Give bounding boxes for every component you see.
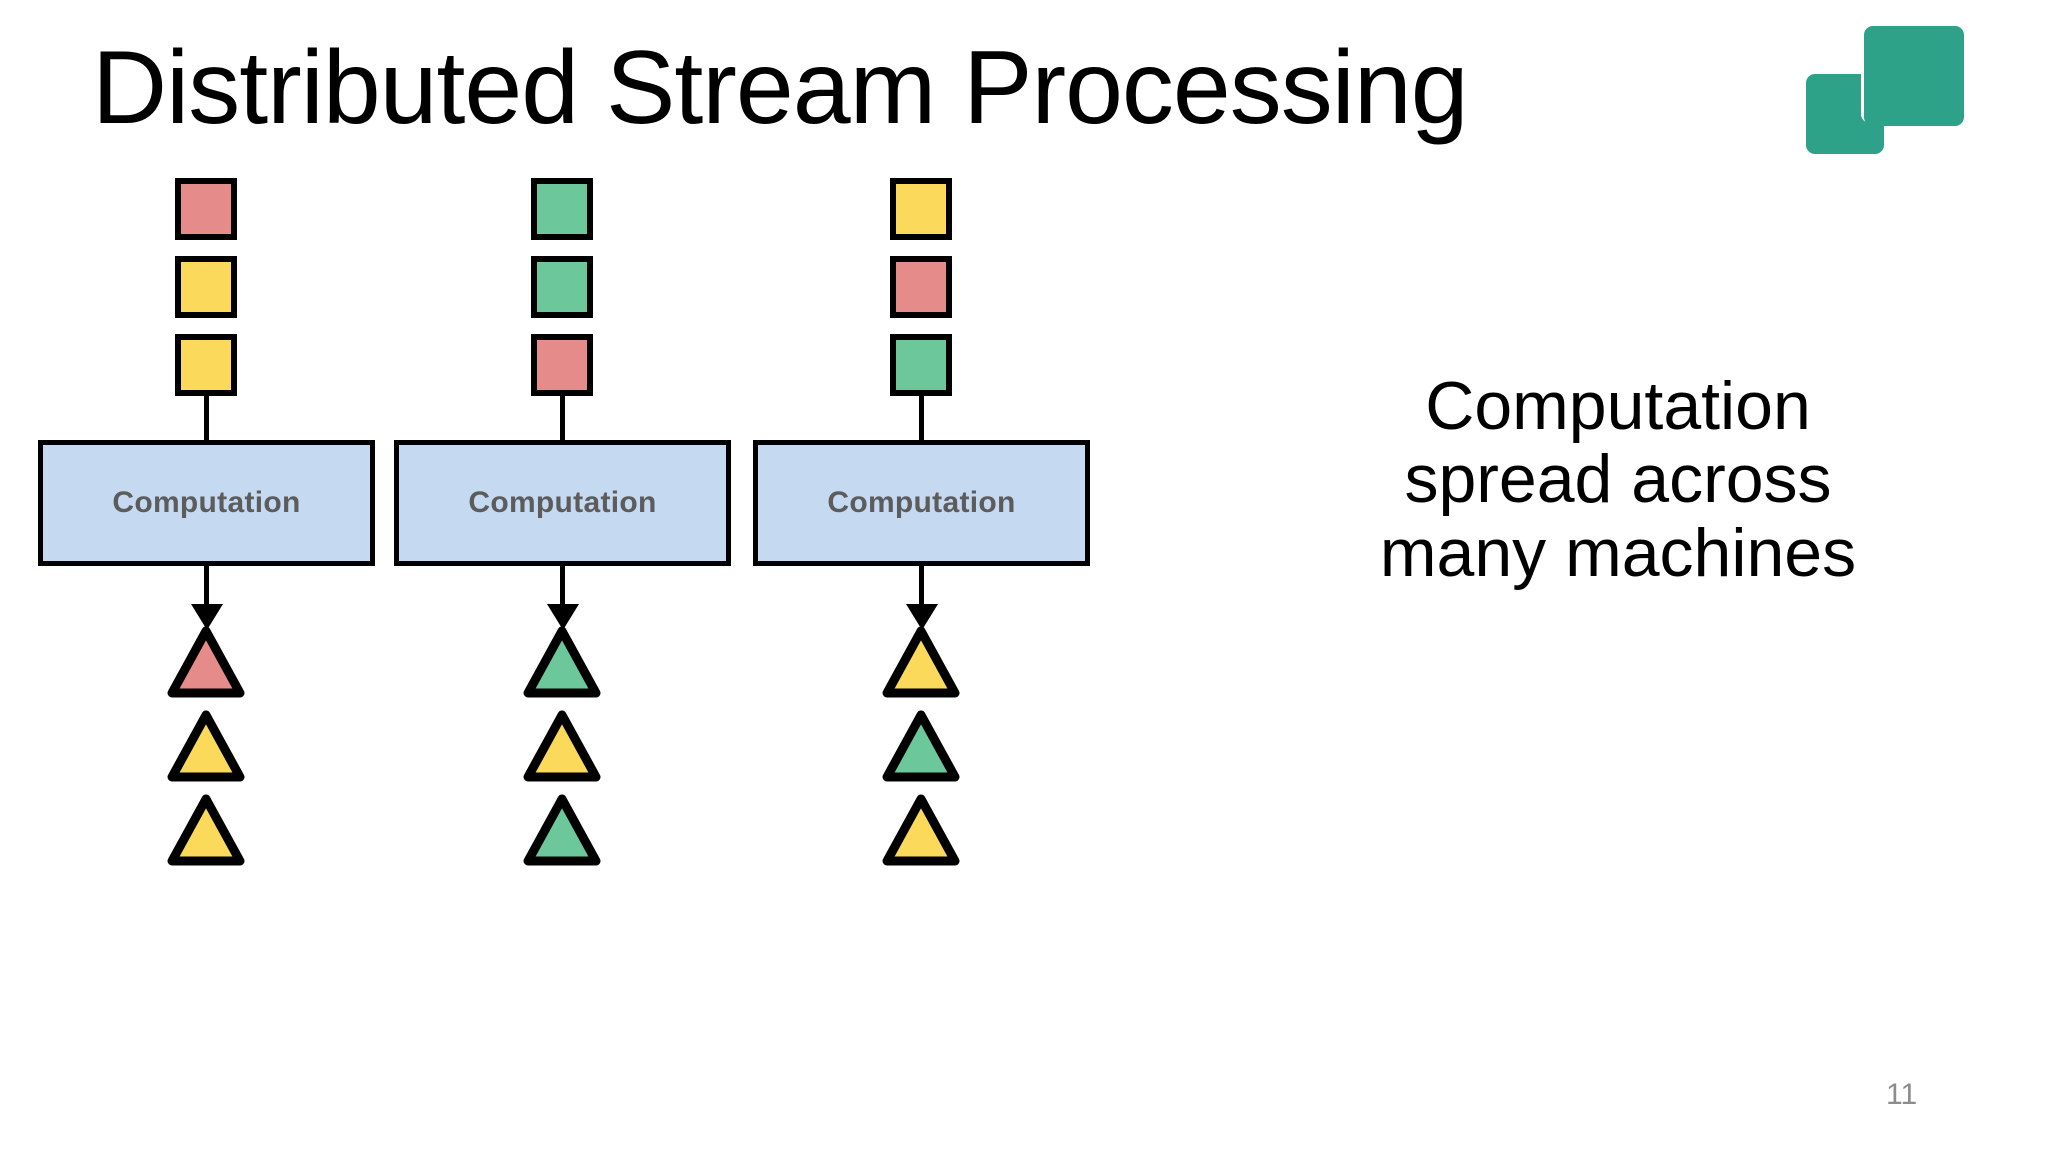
computation-box-label: Computation: [468, 486, 657, 519]
output-arrow-head-icon: [547, 604, 579, 630]
output-arrow-shaft: [204, 566, 209, 610]
pipeline-column-3: Computation: [751, 170, 1091, 1070]
input-square-red: [890, 256, 952, 318]
input-square-red: [531, 334, 593, 396]
input-connector-line: [919, 396, 924, 460]
computation-box[interactable]: Computation: [753, 440, 1090, 566]
input-square-yellow: [175, 256, 237, 318]
caption-line-2: spread across: [1404, 441, 1832, 518]
output-triangle-green: [523, 626, 601, 698]
computation-box-label: Computation: [827, 486, 1016, 519]
input-square-green: [531, 178, 593, 240]
output-arrow-head-icon: [191, 604, 223, 630]
output-triangle-green: [523, 794, 601, 866]
logo-square-front: [1864, 26, 1964, 126]
output-triangle-yellow: [882, 626, 960, 698]
caption-line-1: Computation: [1425, 368, 1811, 444]
pipeline-column-2: Computation: [392, 170, 732, 1070]
brand-logo-icon: [1806, 26, 1996, 154]
page-title: Distributed Stream Processing: [92, 30, 1469, 146]
output-triangle-yellow: [167, 710, 245, 782]
output-triangle-red: [167, 626, 245, 698]
computation-box-label: Computation: [112, 486, 301, 519]
input-connector-line: [204, 396, 209, 460]
computation-box[interactable]: Computation: [394, 440, 731, 566]
page-number: 11: [1886, 1078, 1918, 1111]
output-arrow-head-icon: [906, 604, 938, 630]
output-triangle-green: [882, 710, 960, 782]
output-triangle-yellow: [882, 794, 960, 866]
input-square-red: [175, 178, 237, 240]
input-square-yellow: [175, 334, 237, 396]
pipeline-column-1: Computation: [36, 170, 376, 1070]
output-triangle-yellow: [167, 794, 245, 866]
output-arrow-shaft: [919, 566, 924, 610]
input-square-green: [531, 256, 593, 318]
computation-box[interactable]: Computation: [38, 440, 375, 566]
input-square-green: [890, 334, 952, 396]
input-connector-line: [560, 396, 565, 460]
output-triangle-yellow: [523, 710, 601, 782]
output-arrow-shaft: [560, 566, 565, 610]
input-square-yellow: [890, 178, 952, 240]
caption-line-3: many machines: [1379, 514, 1857, 591]
